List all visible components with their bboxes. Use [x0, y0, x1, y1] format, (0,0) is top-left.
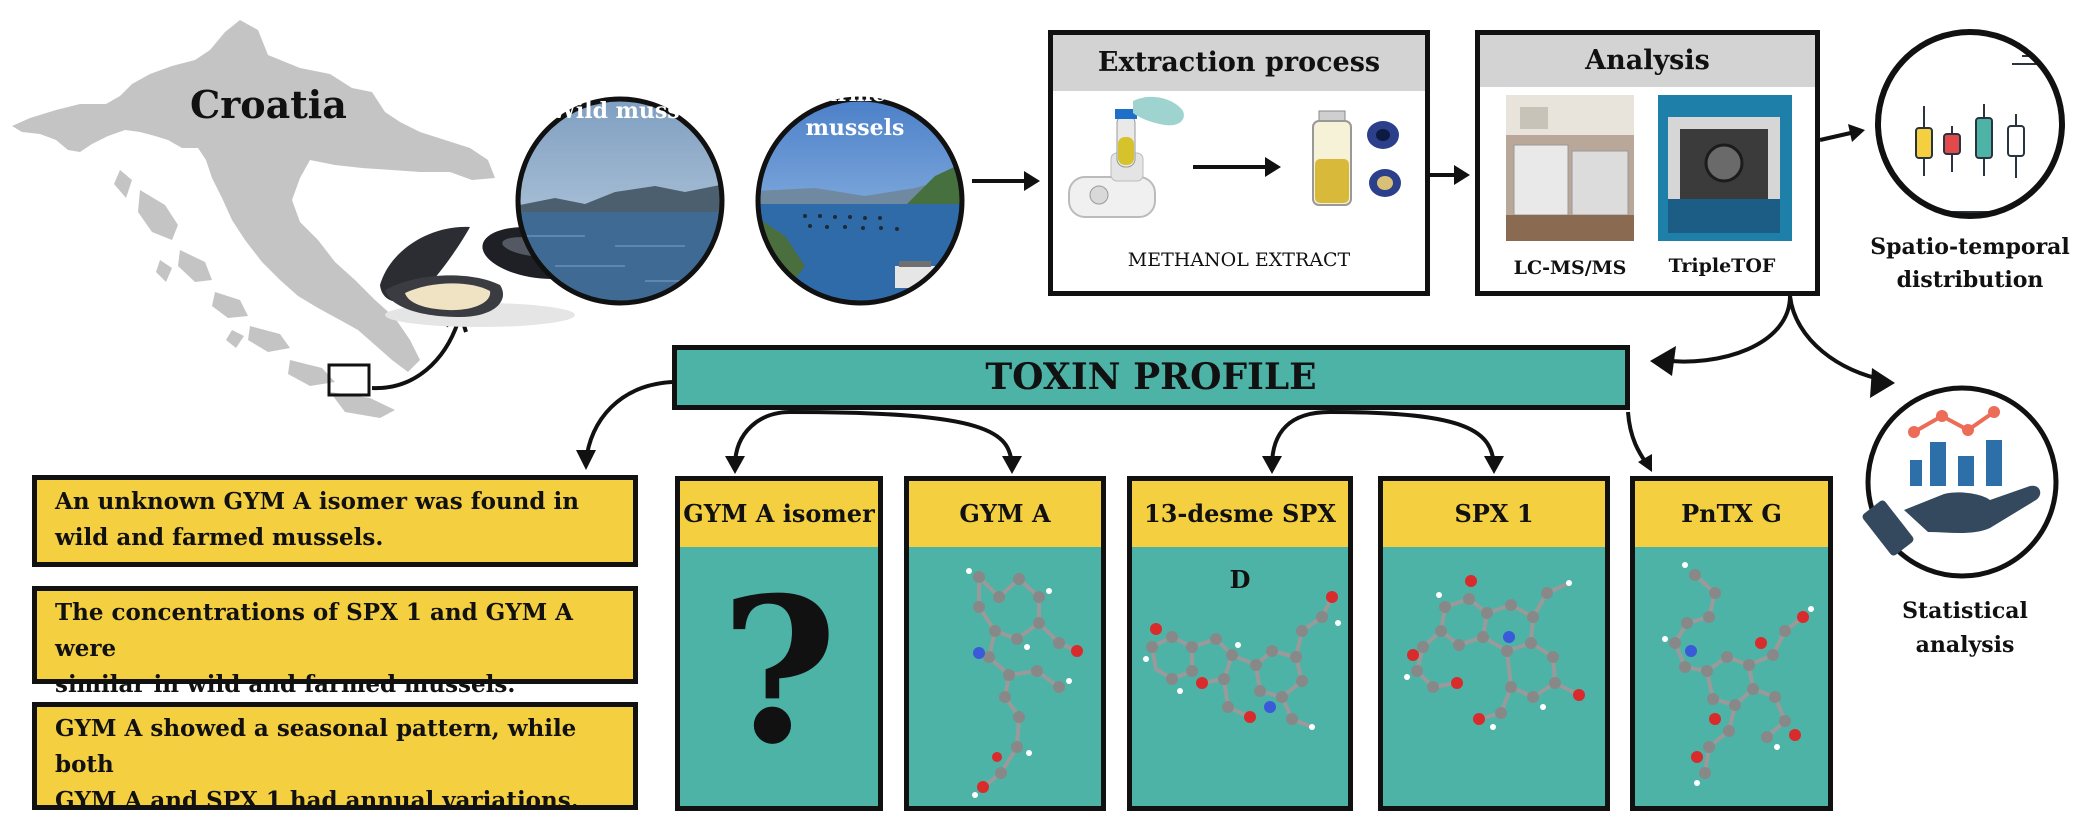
toxin-profile-bar: TOXIN PROFILE — [672, 345, 1630, 410]
study-area-box — [327, 363, 371, 397]
toxin-profile-title: TOXIN PROFILE — [985, 356, 1317, 398]
extraction-title: Extraction process — [1053, 35, 1425, 91]
glove-icon — [1133, 96, 1184, 126]
lc-ms-instrument-image — [1506, 95, 1634, 241]
molecule-gym-a-icon — [966, 568, 1083, 798]
toxin-name: PnTX G — [1635, 481, 1828, 547]
finding-1: An unknown GYM A isomer was found in wil… — [32, 475, 638, 567]
vial-caps-icon — [1367, 121, 1401, 197]
lc-ms-label: LC-MS/MS — [1513, 257, 1627, 279]
boxplot-icon — [1875, 29, 2065, 219]
vial-icon — [1312, 110, 1352, 206]
analysis-instruments — [1506, 95, 1792, 241]
farmed-mussels-label-2: mussels — [806, 115, 905, 141]
toxin-name: 13-desme SPX D — [1132, 481, 1348, 594]
extraction-illustration — [1068, 96, 1401, 218]
croatia-map — [12, 20, 495, 418]
toxin-card-spx-1: SPX 1 — [1378, 476, 1610, 811]
stats-label-2: analysis — [1915, 632, 2015, 658]
molecule-13-desme-spx-d-icon — [1143, 591, 1341, 730]
toxin-name: SPX 1 — [1383, 481, 1605, 547]
toxin-name: GYM A isomer — [680, 481, 878, 547]
tripletof-instrument-image — [1658, 95, 1792, 241]
mussel-sites: Wild mussels Farmed mussels — [515, 96, 965, 306]
tripletof-label: TripleTOF — [1668, 255, 1776, 277]
molecule-spx-1-icon — [1404, 575, 1585, 730]
test-tube-icon — [1115, 109, 1137, 168]
farmed-mussels-label-1: Farmed — [809, 96, 902, 107]
extraction-caption: METHANOL EXTRACT — [1127, 249, 1351, 271]
stats-label-1: Statistical — [1902, 598, 2028, 624]
spatio-label-2: distribution — [1896, 267, 2044, 293]
question-mark-icon: ? — [720, 554, 838, 789]
toxin-card-pntx-g: PnTX G — [1630, 476, 1833, 811]
analysis-title: Analysis — [1480, 35, 1815, 87]
toxin-card-13-desme-spx-d: 13-desme SPX D — [1127, 476, 1353, 811]
molecule-pntx-g-icon — [1662, 562, 1814, 786]
finding-3: GYM A showed a seasonal pattern, while b… — [32, 702, 638, 814]
spatio-label-1: Spatio-temporal — [1870, 234, 2070, 260]
finding-2: The concentrations of SPX 1 and GYM A we… — [32, 586, 638, 698]
vortex-mixer-icon — [1068, 176, 1156, 218]
extraction-process-box: Extraction process METHANOL EXTR — [1048, 30, 1430, 296]
toxin-card-gym-a-isomer: GYM A isomer ? — [675, 476, 883, 811]
statistics-hand-icon — [1862, 385, 2059, 579]
toxin-name: GYM A — [909, 481, 1101, 547]
analysis-box: Analysis LC-MS/MS TripleTOF — [1475, 30, 1820, 296]
wild-mussels-label: Wild mussels — [551, 98, 715, 124]
toxin-card-gym-a: GYM A — [904, 476, 1106, 811]
map-title: Croatia — [190, 82, 347, 127]
